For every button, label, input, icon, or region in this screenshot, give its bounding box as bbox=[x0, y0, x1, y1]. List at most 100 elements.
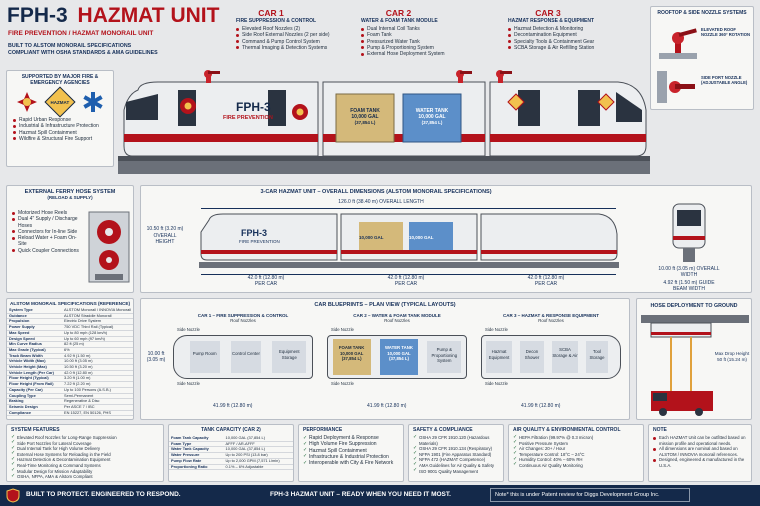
car-1-item: Elevated Roof Nozzles (2) bbox=[236, 26, 346, 32]
agency-logos: HAZMAT bbox=[11, 86, 109, 118]
bp2-foam-volume: 10,000 GAL bbox=[339, 350, 364, 356]
performance-item: Interoperable with City & Fire Network bbox=[303, 460, 399, 467]
spec-row-value: 42.0 ft (12.80 m) bbox=[62, 370, 133, 377]
hose-reel-icon bbox=[88, 211, 130, 283]
specs-panel: ALSTOM MONORAIL SPECIFICATIONS (REFERENC… bbox=[6, 298, 134, 420]
hazmat-badge: HAZMAT bbox=[44, 86, 76, 118]
star-of-life-icon bbox=[82, 92, 103, 112]
footer-bar: BUILT TO PROTECT. ENGINEERED TO RESPOND.… bbox=[0, 485, 760, 506]
bp3-side-nozzle-top: Side Nozzle bbox=[485, 327, 508, 332]
air-item: Continuous Air Quality Monitoring bbox=[513, 463, 639, 469]
water-tank: WATER TANK 10,000 GAL (37,854 L) bbox=[403, 108, 461, 125]
water-tank-volume: 10,000 GAL bbox=[418, 114, 446, 120]
capacity-row-key: Foam Type bbox=[169, 441, 224, 448]
air-item: Temperature Control: 18°C – 24°C bbox=[513, 451, 639, 458]
feature-item: Dual Internal Tank for High Volume Deliv… bbox=[11, 446, 159, 452]
dimensions-panel: 3-CAR HAZMAT UNIT – OVERALL DIMENSIONS (… bbox=[140, 185, 752, 293]
built-line-2: COMPLIANT WITH OSHA STANDARDS & AMA GUID… bbox=[8, 50, 158, 56]
capacity-row-value: 10,000 GAL (37,854 L) bbox=[223, 447, 293, 454]
car-1-column: CAR 1 FIRE SUPPRESSION & CONTROL Elevate… bbox=[236, 8, 346, 51]
foam-tank-volume: 10,000 GAL bbox=[351, 114, 379, 120]
car-1-title: CAR 1 bbox=[258, 8, 284, 18]
spec-row-key: Max Speed bbox=[7, 330, 63, 337]
bp2-foam-tank: FOAM TANK 10,000 GAL (37,854 L) bbox=[332, 339, 371, 375]
performance-item: High Volume Fire Suppression bbox=[303, 441, 399, 448]
capacity-row-key: Water Pressure bbox=[169, 452, 224, 459]
spec-row-key: Floor Height (From Rail) bbox=[7, 381, 63, 388]
note-item: Designed, engineered & manufactured in t… bbox=[653, 457, 747, 468]
bp2-water-label: WATER TANK bbox=[384, 345, 413, 350]
ferry-subtitle: (RELOAD & SUPPLY) bbox=[47, 195, 93, 200]
car-2-item: Dual Internal Coil Tanks bbox=[361, 26, 471, 32]
feature-item: Real-Time Monitoring & Command Systems bbox=[11, 463, 159, 469]
spec-row-key: Braking bbox=[7, 399, 63, 405]
capacity-row-value: 10,000 GAL (37,854 L) bbox=[223, 435, 293, 442]
spec-row-value: Semi-Permanent bbox=[62, 393, 133, 400]
deploy-title: HOSE DEPLOYMENT TO GROUND bbox=[650, 303, 738, 309]
capacity-row-value: AFFF / AR-AFFF bbox=[223, 441, 293, 448]
safety-item: OSHA 29 CFR 1910.120 (Hazardous Material… bbox=[413, 434, 499, 446]
car-3-per-car: PER CAR bbox=[534, 281, 558, 287]
bp3-hazmat-equipment: Hazmat Equipment bbox=[486, 341, 512, 373]
train-front-view bbox=[672, 203, 706, 262]
car-3-title: CAR 3 bbox=[535, 8, 561, 18]
supported-item: Hazmat Spill Containment bbox=[13, 130, 107, 136]
note-item: All dimensions are nominal and based on … bbox=[653, 446, 747, 457]
spec-row-key: Propulsion bbox=[7, 319, 63, 326]
roof-nozzle-label: ELEVATED ROOF NOZZLE 360° ROTATION bbox=[701, 27, 750, 37]
spec-row: Vehicle Length (Per Car)42.0 ft (12.80 m… bbox=[7, 370, 133, 377]
spec-row-key: Power Supply bbox=[7, 324, 63, 331]
guide-beam-label: 4.92 ft (1.50 m) GUIDE BEAM WIDTH bbox=[663, 280, 715, 292]
bp1-side-nozzle-bottom: Side Nozzle bbox=[177, 381, 200, 386]
feature-item: Hazmat Detection & Decontamination Equip… bbox=[11, 457, 159, 463]
supported-item: Wildfire & Structural Fire Support bbox=[13, 136, 107, 142]
overall-height-label: 10.50 ft (3.20 m) OVERALL HEIGHT bbox=[146, 226, 184, 245]
spec-row-value: Regenerative & Disc bbox=[62, 399, 133, 405]
car-3-length-value: 42.0 ft (12.80 m) bbox=[527, 275, 565, 281]
spec-row-key: Compliance bbox=[7, 410, 63, 417]
bp3-scba-storage: SCBA Storage & Air bbox=[552, 341, 578, 373]
spec-row-value: EN 15227, EN 50126, PHS bbox=[62, 410, 133, 417]
car-2-per-car: PER CAR bbox=[394, 281, 418, 287]
supported-item: Rapid Urban Response bbox=[13, 117, 107, 123]
feature-item: External Hose Systems for Reloading in t… bbox=[11, 451, 159, 458]
feature-item: Elevated Roof Nozzles for Long-Range Sup… bbox=[11, 435, 159, 441]
spec-row-value: Up to 100 Persons (A.S.B.) bbox=[62, 387, 133, 394]
footer-center: FPH-3 HAZMAT UNIT – READY WHEN YOU NEED … bbox=[270, 491, 451, 498]
bp1-pump-room: Pump Room bbox=[189, 341, 220, 373]
safety-item: ISO 9001 Quality Management bbox=[413, 468, 499, 475]
car-1-item: Command & Pump Control System bbox=[236, 39, 346, 45]
feature-item: Side Port Nozzles for Lateral Coverage bbox=[11, 440, 159, 447]
blueprints-title: CAR BLUEPRINTS – PLAN VIEW (TYPICAL LAYO… bbox=[314, 302, 456, 308]
air-item: Humidity Control: 40% – 60% RH bbox=[513, 457, 639, 463]
bp2-foam-label: FOAM TANK bbox=[338, 345, 365, 350]
monorail-train: FPH-3 FIRE PREVENTION FOAM TANK 10,000 G… bbox=[118, 70, 650, 182]
car-3-item: Specialty Tools & Containment Gear bbox=[508, 39, 628, 45]
safety-panel: SAFETY & COMPLIANCE OSHA 29 CFR 1910.120… bbox=[408, 424, 504, 482]
blueprints-panel: CAR BLUEPRINTS – PLAN VIEW (TYPICAL LAYO… bbox=[140, 298, 630, 420]
spec-row-value: 750 VDC Third Rail (Typical) bbox=[62, 324, 133, 331]
car-2-title: CAR 2 bbox=[385, 8, 412, 18]
bp2-water-liters: (37,854 L) bbox=[389, 356, 409, 362]
dim-water-label: 10,000 GAL bbox=[409, 235, 434, 240]
bp3-decon-shower: Decon Shower bbox=[520, 341, 544, 373]
maltese-cross-icon bbox=[17, 92, 38, 112]
spec-row-value: ALSTOM Straddle Monorail bbox=[62, 313, 133, 320]
spec-row: Floor Height (Typical)3.20 ft (1.00 m) bbox=[7, 376, 133, 383]
roof-nozzle-icon bbox=[204, 70, 512, 83]
bp2-body: FOAM TANK 10,000 GAL (37,854 L) WATER TA… bbox=[327, 335, 467, 379]
feature-item: Modular Design for Mission Adaptability bbox=[11, 468, 159, 475]
dimensions-title: 3-CAR HAZMAT UNIT – OVERALL DIMENSIONS (… bbox=[260, 189, 492, 195]
bp1-equipment-storage: Equipment Storage bbox=[272, 341, 307, 373]
car-2-length-value: 42.0 ft (12.80 m) bbox=[387, 275, 425, 281]
